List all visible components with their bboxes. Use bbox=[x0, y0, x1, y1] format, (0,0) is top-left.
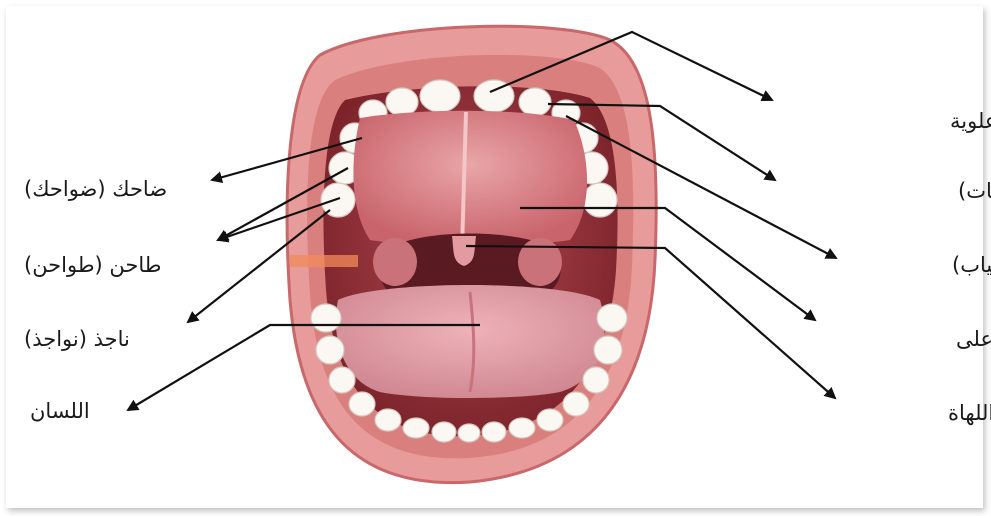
lower-tooth bbox=[482, 422, 506, 442]
label-tongue: اللسان bbox=[30, 399, 90, 423]
label-lateral-incisor: رَباعية (رَباعيات) bbox=[958, 179, 991, 203]
lower-tooth bbox=[597, 304, 627, 332]
highlight-mark bbox=[290, 255, 358, 267]
label-central-incisor: ثنية (ثنايا) علوية bbox=[950, 109, 991, 133]
lower-tooth bbox=[329, 367, 355, 393]
right-tonsil bbox=[518, 238, 562, 286]
lower-tooth bbox=[316, 336, 344, 364]
left-tonsil bbox=[373, 238, 417, 286]
label-molar: طاحن (طواحن) bbox=[24, 253, 162, 277]
label-wisdom: ناجذ (نواجذ) bbox=[24, 327, 130, 351]
lower-tooth bbox=[563, 392, 589, 416]
hard-palate bbox=[353, 111, 587, 246]
lower-tooth bbox=[432, 422, 456, 442]
lower-tooth bbox=[509, 418, 535, 438]
lower-tooth bbox=[311, 304, 341, 332]
label-hard-palate: الحنك الأعلى bbox=[956, 326, 991, 351]
upper-tooth bbox=[386, 88, 418, 116]
lower-tooth bbox=[403, 418, 429, 438]
lower-tooth bbox=[375, 409, 401, 431]
label-premolar: ضاحك (ضواحك) bbox=[24, 177, 167, 201]
lower-tooth bbox=[583, 367, 609, 393]
lower-tooth bbox=[458, 424, 480, 442]
label-canine: ناب (أنياب) bbox=[952, 251, 991, 277]
lower-tooth bbox=[349, 392, 375, 416]
label-uvula: اللهاة bbox=[948, 401, 991, 425]
upper-tooth bbox=[583, 183, 617, 217]
upper-tooth bbox=[519, 88, 551, 116]
lower-tooth bbox=[537, 409, 563, 431]
upper-tooth bbox=[420, 80, 460, 112]
lower-tooth bbox=[594, 336, 622, 364]
